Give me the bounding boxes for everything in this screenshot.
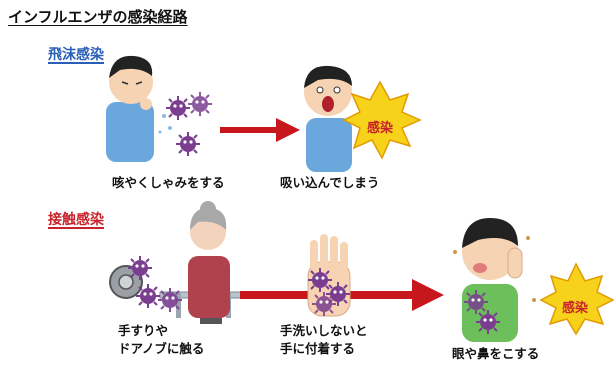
contaminated-hand-illustration bbox=[307, 234, 351, 317]
caption-cough-sneeze: 咳やくしゃみをする bbox=[112, 175, 225, 190]
section-label-droplet: 飛沫感染 bbox=[48, 47, 104, 63]
caption-rub-eyes-nose: 眼や鼻をこする bbox=[452, 346, 540, 361]
inhaling-person-illustration bbox=[304, 65, 352, 172]
elderly-woman-illustration bbox=[188, 201, 230, 324]
infection-burst-1 bbox=[342, 80, 422, 160]
caption-hand-contamination: 手洗いしないと 手に付着する bbox=[280, 323, 368, 356]
caption-inhale: 吸い込んでしまう bbox=[280, 175, 380, 190]
virus-cluster-droplet bbox=[158, 91, 213, 157]
page-title: インフルエンザの感染経路 bbox=[8, 8, 188, 26]
sneezing-person-illustration bbox=[106, 55, 154, 162]
infection-label-droplet: 感染 bbox=[367, 121, 394, 136]
infection-burst-2 bbox=[539, 262, 614, 336]
boy-rubbing-eyes-illustration bbox=[453, 218, 536, 342]
caption-touch-handrail: 手すりや ドアノブに触る bbox=[118, 323, 205, 356]
infection-label-contact: 感染 bbox=[562, 301, 589, 316]
section-label-contact: 接触感染 bbox=[48, 212, 104, 228]
